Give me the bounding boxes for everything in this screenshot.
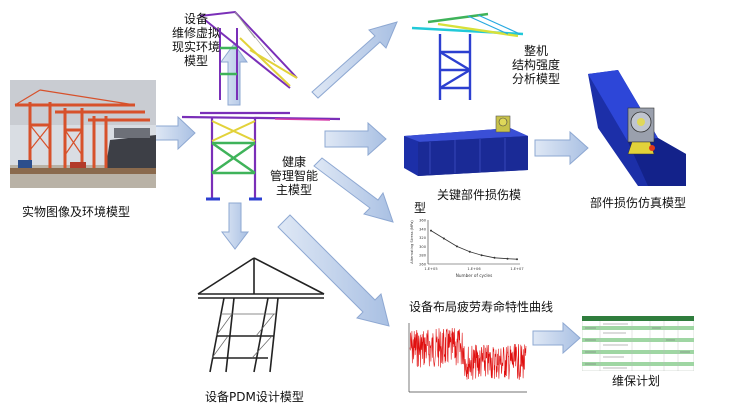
- sn-x-tick-label: 1.E+05: [424, 267, 437, 271]
- fatigue-label: 设备布局疲劳寿命特性曲线: [409, 300, 554, 314]
- sn-point: [493, 256, 496, 259]
- sn-y-tick-label: 280: [419, 254, 427, 258]
- key-parts-label-tail: 型: [414, 201, 427, 215]
- sn-x-tick-label: 1.E+06: [467, 267, 481, 271]
- pdm-design-crane-model: [197, 257, 325, 373]
- strength-model-line-1: 整机: [523, 44, 548, 58]
- sn-y-tick-label: 340: [419, 227, 427, 231]
- strength-model-line-3: 分析模型: [511, 72, 560, 86]
- sn-y-axis-label: Alternating Stress (MPa): [410, 220, 414, 264]
- arrow-main-to-keyparts: [324, 121, 387, 157]
- health-model-line-1: 健康: [281, 155, 306, 169]
- part-sim-label: 部件损伤仿真模型: [590, 196, 687, 210]
- sn-y-tick-label: 320: [419, 236, 427, 240]
- arrow-fatigue-to-plan: [532, 321, 581, 355]
- maintenance-plan-table: [582, 316, 694, 371]
- sn-x-axis-label: Number of cycles: [456, 273, 493, 278]
- sn-point: [516, 258, 518, 261]
- health-main-crane-model: [181, 111, 341, 201]
- sn-series-line: [430, 230, 518, 260]
- key-parts-label: 关键部件损伤模: [437, 188, 522, 202]
- part-damage-sim-model: [588, 70, 686, 186]
- arrow-keyparts-to-sim: [534, 130, 589, 166]
- arrow-main-to-pdm: [220, 202, 250, 250]
- fatigue-life-signal-plot: [397, 318, 530, 401]
- sn-x-tick-label: 1.E+07: [510, 267, 523, 271]
- fatigue-signal-trace: [409, 327, 527, 380]
- strength-model-label: 整机 结构强度 分析模型: [500, 44, 572, 86]
- photo-caption: 实物图像及环境模型: [22, 205, 131, 219]
- arrow-main-to-strength: [311, 21, 398, 99]
- vr-model-line-3: 现实环境: [171, 40, 220, 54]
- sn-plot-bg: [408, 216, 526, 282]
- arrow-main-to-fatigue: [277, 214, 390, 327]
- vr-maintenance-crane-model: [199, 10, 298, 100]
- arrow-main-to-sncurve: [313, 157, 394, 223]
- maintenance-plan-label: 维保计划: [612, 374, 661, 388]
- vr-model-line-4: 模型: [183, 54, 208, 68]
- sn-y-tick-label: 360: [419, 219, 427, 223]
- sn-point: [480, 254, 483, 257]
- sn-point: [468, 250, 471, 253]
- pdm-label: 设备PDM设计模型: [205, 390, 304, 404]
- vr-model-label: 设备 维修虚拟 现实环境 模型: [160, 12, 232, 68]
- key-parts-damage-model: [404, 115, 528, 176]
- health-model-line-3: 主模型: [275, 183, 312, 197]
- vr-model-line-1: 设备: [183, 12, 208, 26]
- sn-point: [506, 257, 509, 260]
- sn-y-tick-label: 260: [419, 263, 427, 267]
- sn-point: [455, 245, 458, 248]
- sn-point: [442, 237, 445, 240]
- arrow-photo-to-main: [154, 115, 196, 151]
- real-crane-photo: [10, 80, 156, 188]
- strength-model-line-2: 结构强度: [511, 58, 560, 72]
- health-model-line-2: 管理智能: [269, 169, 318, 183]
- health-model-label: 健康 管理智能 主模型: [263, 155, 325, 197]
- sn-y-tick-label: 300: [419, 245, 427, 249]
- strength-analysis-crane-model: [411, 12, 524, 100]
- sn-point: [430, 229, 432, 232]
- vr-model-line-2: 维修虚拟: [171, 26, 220, 40]
